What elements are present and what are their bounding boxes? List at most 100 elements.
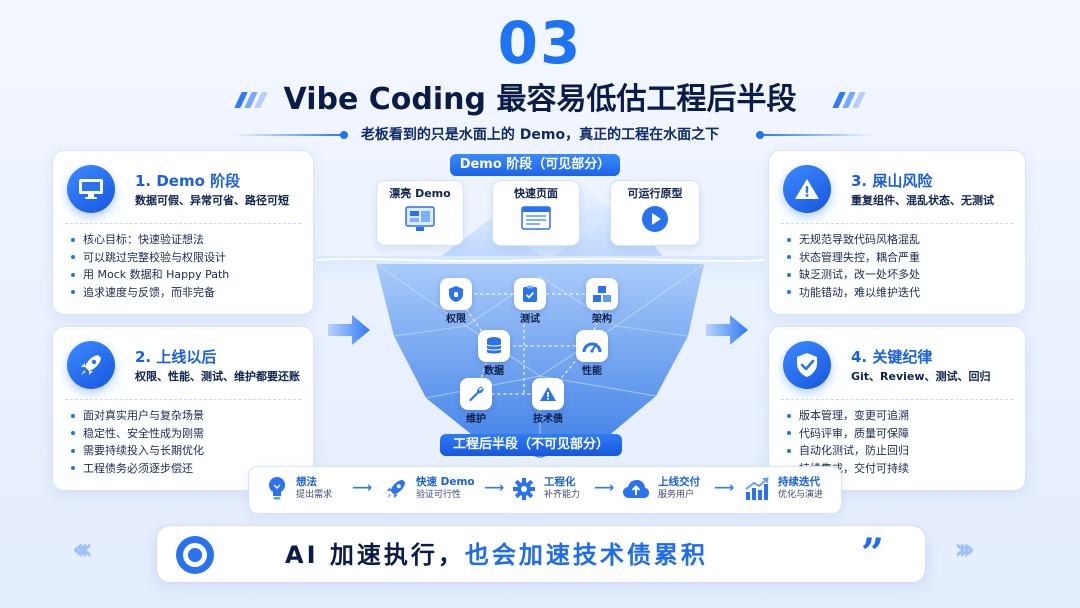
card-bullet: 可以跳过完整校验与权限设计 bbox=[71, 249, 229, 267]
card-bullet: 缺乏测试，改一处坏多处 bbox=[787, 266, 920, 284]
flow-step: 想法提出需求 bbox=[266, 475, 332, 502]
dashboard-icon bbox=[405, 206, 435, 231]
target-icon bbox=[176, 536, 214, 574]
card-bullet: 无规范导致代码风格混乱 bbox=[787, 231, 920, 249]
iceberg-hidden-item: 权限 bbox=[426, 278, 486, 326]
card-divider bbox=[781, 399, 1013, 400]
page-subtitle: 老板看到的只是水面上的 Demo，真正的工程在水面之下 bbox=[360, 127, 720, 143]
card-divider bbox=[65, 399, 301, 400]
hidden-item-label: 性能 bbox=[582, 366, 602, 377]
page-title: Vibe Coding 最容易低估工程后半段 bbox=[283, 82, 797, 117]
cloud-upload-icon bbox=[623, 479, 649, 498]
card-bullet: 需要持续投入与长期优化 bbox=[71, 442, 204, 460]
hidden-item-label: 维护 bbox=[466, 414, 486, 425]
card-bullet: 用 Mock 数据和 Happy Path bbox=[71, 266, 229, 284]
iceberg-visible-item: 可运行原型 bbox=[610, 180, 700, 246]
visible-part-label: Demo 阶段（可见部分） bbox=[450, 154, 620, 176]
cubes-icon bbox=[586, 278, 618, 310]
card-divider bbox=[65, 223, 301, 224]
hidden-item-label: 测试 bbox=[520, 314, 540, 325]
process-flow bbox=[248, 466, 842, 514]
conclusion-text-blue: 也会加速技术债累积 bbox=[464, 541, 708, 569]
hidden-part-label: 工程后半段（不可见部分） bbox=[440, 434, 622, 456]
flow-step-subtitle: 服务用户 bbox=[658, 490, 695, 500]
flow-step-title: 上线交付 bbox=[658, 476, 700, 488]
shield-check-icon bbox=[783, 341, 831, 389]
card-bullet: 功能错动，难以维护迭代 bbox=[787, 284, 920, 302]
card-bullet: 面对真实用户与复杂场景 bbox=[71, 407, 204, 425]
rocket-icon bbox=[386, 479, 406, 498]
card-bullet: 工程债务必须逐步偿还 bbox=[71, 460, 204, 478]
card-after-launch: 2. 上线以后 权限、性能、测试、维护都要还账 面对真实用户与复杂场景 稳定性、… bbox=[52, 326, 314, 491]
warning-icon bbox=[783, 165, 831, 213]
flow-step-subtitle: 验证可行性 bbox=[416, 490, 462, 500]
conclusion-banner: AI 加速执行，也会加速技术债累积 ” bbox=[156, 525, 926, 583]
card-title: 3. 屎山风险 bbox=[851, 172, 933, 190]
flow-step: 上线交付服务用户 bbox=[622, 475, 700, 502]
card-bullet: 版本管理，变更可追溯 bbox=[787, 407, 909, 425]
hidden-item-label: 数据 bbox=[484, 366, 504, 377]
iceberg-hidden-item: 维护 bbox=[446, 378, 506, 426]
subtitle-right-dot bbox=[756, 131, 764, 139]
database-icon bbox=[478, 330, 510, 362]
flow-step-subtitle: 优化与演进 bbox=[778, 490, 824, 500]
subtitle-right-line bbox=[764, 134, 874, 136]
card-subtitle: 数据可假、异常可省、路径可短 bbox=[135, 194, 289, 207]
wrench-icon bbox=[460, 378, 492, 410]
iceberg-visible-item: 快速页面 bbox=[492, 180, 580, 246]
iceberg-hidden-item: 测试 bbox=[500, 278, 560, 326]
flow-arrow-icon: ⟶ bbox=[484, 480, 505, 496]
card-key-discipline: 4. 关键纪律 Git、Review、测试、回归 版本管理，变更可追溯 代码评审… bbox=[768, 326, 1026, 491]
card-title: 2. 上线以后 bbox=[135, 348, 217, 366]
iceberg-hidden-item: 技术债 bbox=[518, 378, 578, 426]
card-subtitle: Git、Review、测试、回归 bbox=[851, 370, 991, 383]
card-mess-risk: 3. 屎山风险 重复组件、混乱状态、无测试 无规范导致代码风格混乱 状态管理失控… bbox=[768, 150, 1026, 315]
card-bullet: 状态管理失控，耦合严重 bbox=[787, 249, 920, 267]
visible-item-label: 快速页面 bbox=[514, 187, 558, 200]
subtitle-left-dot bbox=[340, 131, 348, 139]
warning-icon bbox=[532, 378, 564, 410]
flow-arrow-icon: ⟶ bbox=[594, 480, 615, 496]
clipboard-check-icon bbox=[514, 278, 546, 310]
rocket-icon bbox=[67, 341, 115, 389]
card-bullet: 核心目标：快速验证想法 bbox=[71, 231, 229, 249]
flow-step-title: 想法 bbox=[296, 476, 317, 488]
card-bullet: 自动化测试，防止回归 bbox=[787, 442, 909, 460]
monitor-icon bbox=[67, 165, 115, 213]
flow-step: 工程化补齐能力 bbox=[512, 475, 580, 502]
card-title: 4. 关键纪律 bbox=[851, 348, 933, 366]
visible-item-label: 漂亮 Demo bbox=[389, 187, 451, 200]
card-bullet: 代码评审，质量可保障 bbox=[787, 425, 909, 443]
lock-icon bbox=[440, 278, 472, 310]
flow-arrow-icon: ⟶ bbox=[352, 480, 373, 496]
flow-arrow-icon: ⟶ bbox=[714, 480, 735, 496]
hidden-item-label: 权限 bbox=[446, 314, 466, 325]
gauge-icon bbox=[576, 330, 608, 362]
section-number: 03 bbox=[497, 9, 583, 77]
lightbulb-icon bbox=[269, 476, 285, 499]
iceberg-hidden-item: 性能 bbox=[562, 330, 622, 378]
conclusion-text: AI 加速执行，也会加速技术债累积 bbox=[285, 539, 708, 571]
right-slash-decoration bbox=[832, 92, 868, 108]
card-bullet: 追求速度与反馈，而非完备 bbox=[71, 284, 229, 302]
iceberg-hidden-item: 架构 bbox=[572, 278, 632, 326]
card-subtitle: 重复组件、混乱状态、无测试 bbox=[851, 194, 994, 207]
right-arrow-icon bbox=[706, 315, 748, 345]
flow-step: 持续迭代优化与演进 bbox=[744, 475, 823, 502]
card-demo-stage: 1. Demo 阶段 数据可假、异常可省、路径可短 核心目标：快速验证想法 可以… bbox=[52, 150, 314, 315]
quote-icon: ” bbox=[861, 530, 885, 577]
flow-step-title: 持续迭代 bbox=[778, 476, 820, 488]
play-icon bbox=[642, 206, 668, 232]
conclusion-text-dark: AI 加速执行， bbox=[285, 541, 465, 569]
subtitle-left-line bbox=[232, 134, 342, 136]
bar-chart-icon bbox=[745, 476, 769, 500]
card-subtitle: 权限、性能、测试、维护都要还账 bbox=[135, 370, 300, 383]
flow-step-title: 工程化 bbox=[544, 476, 576, 488]
iceberg-hidden-item: 数据 bbox=[464, 330, 524, 378]
right-chevrons-icon: ››› bbox=[954, 532, 975, 567]
iceberg-visible-item: 漂亮 Demo bbox=[376, 180, 464, 246]
hidden-item-label: 架构 bbox=[592, 314, 612, 325]
card-bullet: 稳定性、安全性成为刚需 bbox=[71, 425, 204, 443]
visible-item-label: 可运行原型 bbox=[627, 187, 683, 200]
